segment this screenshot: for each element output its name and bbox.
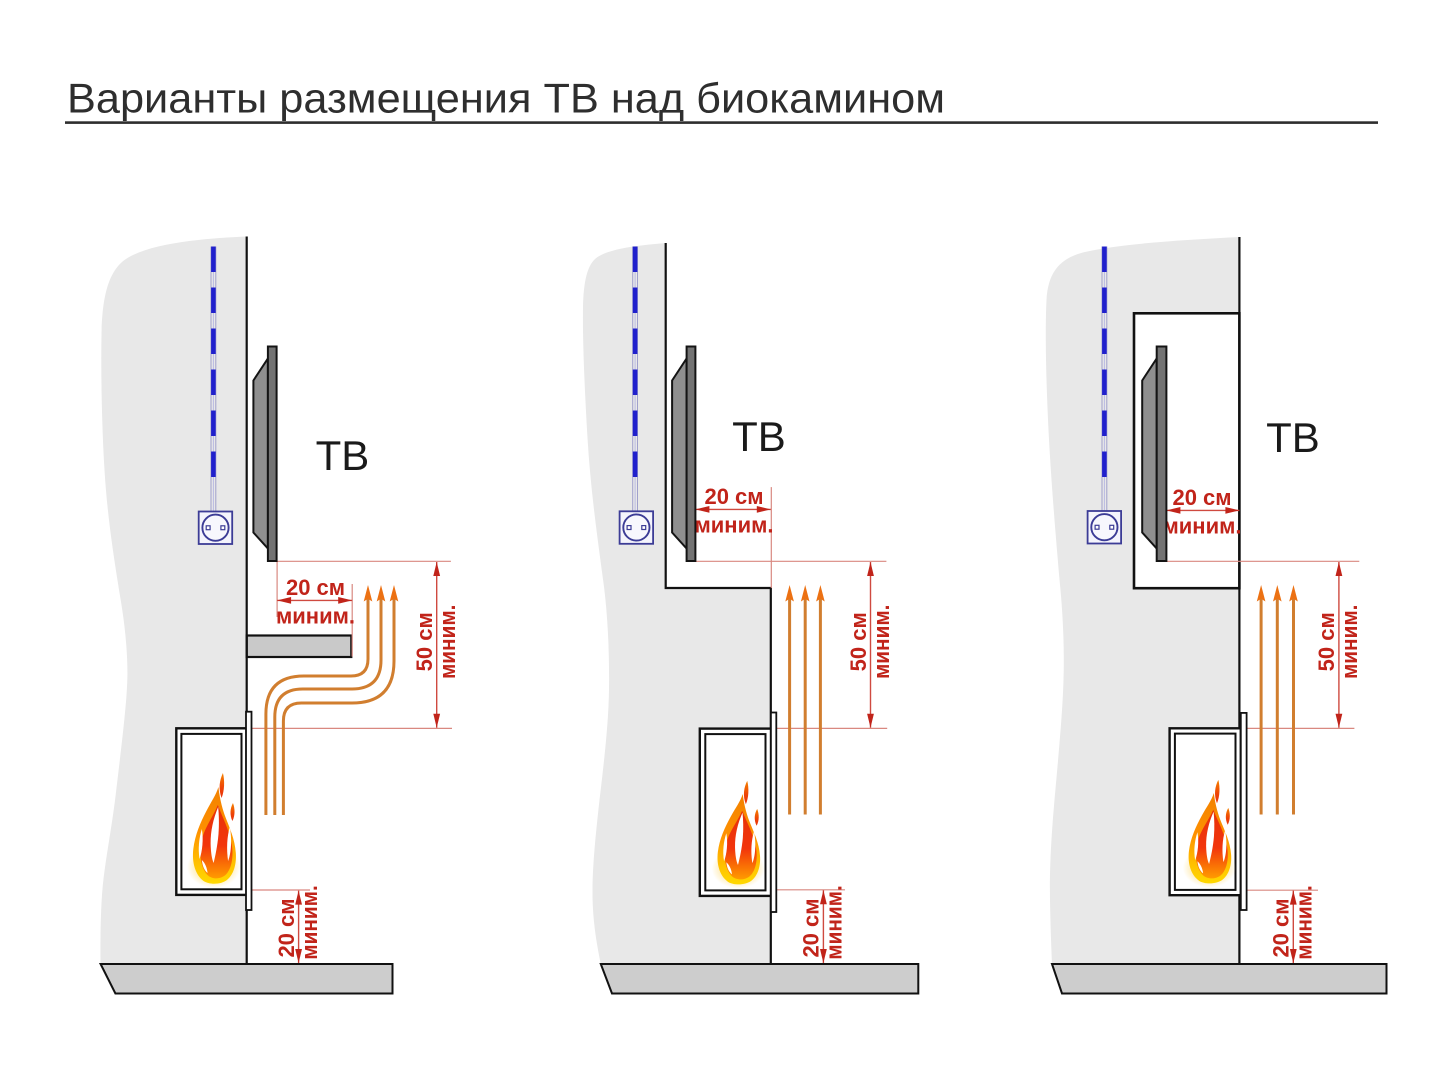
svg-text:Варианты размещения ТВ над био: Варианты размещения ТВ над биокамином bbox=[67, 75, 945, 122]
svg-text:ТВ: ТВ bbox=[1266, 414, 1320, 461]
svg-text:миним.: миним. bbox=[297, 885, 322, 960]
svg-text:ТВ: ТВ bbox=[732, 413, 786, 460]
svg-text:20 см: 20 см bbox=[799, 898, 824, 957]
svg-text:20 см: 20 см bbox=[1269, 898, 1294, 957]
svg-text:50 см: 50 см bbox=[846, 612, 871, 671]
svg-text:50 см: 50 см bbox=[412, 612, 437, 671]
svg-text:50 см: 50 см bbox=[1314, 612, 1339, 671]
svg-text:миним.: миним. bbox=[435, 605, 460, 680]
svg-text:ТВ: ТВ bbox=[316, 432, 370, 479]
svg-text:миним.: миним. bbox=[1163, 513, 1242, 538]
svg-text:миним.: миним. bbox=[276, 603, 355, 628]
svg-text:миним.: миним. bbox=[869, 605, 894, 680]
svg-text:миним.: миним. bbox=[822, 885, 847, 960]
svg-text:20 см: 20 см bbox=[704, 484, 763, 509]
svg-text:миним.: миним. bbox=[695, 512, 774, 537]
svg-text:миним.: миним. bbox=[1337, 605, 1362, 680]
svg-text:миним.: миним. bbox=[1292, 885, 1317, 960]
svg-text:20 см: 20 см bbox=[286, 575, 345, 600]
svg-text:20 см: 20 см bbox=[1172, 485, 1231, 510]
svg-text:20 см: 20 см bbox=[274, 898, 299, 957]
